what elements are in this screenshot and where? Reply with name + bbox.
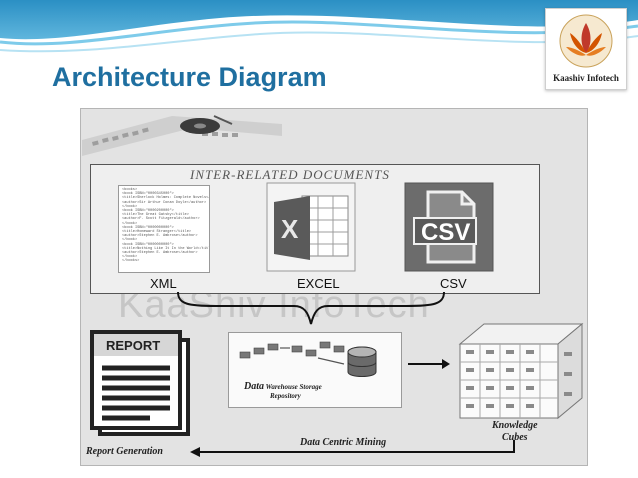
data-flow-illustration (239, 341, 377, 377)
excel-label: EXCEL (297, 276, 340, 291)
csv-label: CSV (440, 276, 467, 291)
keyboard-turntable-graphic (82, 115, 282, 156)
data-centric-mining-label: Data Centric Mining (300, 437, 387, 448)
xml-document-icon: <books> <book ISBN="0000345000"> <title>… (118, 185, 210, 273)
documents-group-title: INTER-RELATED DOCUMENTS (190, 167, 390, 182)
report-document-icon: REPORT (90, 330, 190, 436)
report-header: REPORT (106, 338, 160, 353)
knowledge-cubes-caption-line2: Cubes (502, 432, 528, 443)
database-icon (347, 346, 377, 377)
excel-icon: X (266, 182, 356, 272)
data-warehouse-caption: Data Warehouse Storage (244, 381, 322, 392)
lotus-icon (559, 14, 613, 68)
csv-badge: CSV (421, 219, 470, 246)
arrow-to-cubes (408, 359, 450, 369)
knowledge-cubes-caption-line1: Knowledge (492, 420, 538, 431)
report-generation-label: Report Generation (86, 446, 163, 457)
company-logo: Kaashiv Infotech (545, 8, 627, 90)
slide-title: Architecture Diagram (52, 62, 327, 92)
csv-file-icon: CSV (404, 182, 494, 272)
arrow-to-report-generation (190, 440, 515, 457)
data-warehouse-caption-line2: Repository (270, 392, 301, 400)
header-wave-decoration (0, 0, 638, 53)
xml-label: XML (150, 276, 177, 291)
logo-text: Kaashiv Infotech (553, 73, 619, 83)
knowledge-cube-icon (458, 322, 584, 420)
svg-text:X: X (281, 214, 299, 244)
grouping-brace (177, 291, 445, 325)
